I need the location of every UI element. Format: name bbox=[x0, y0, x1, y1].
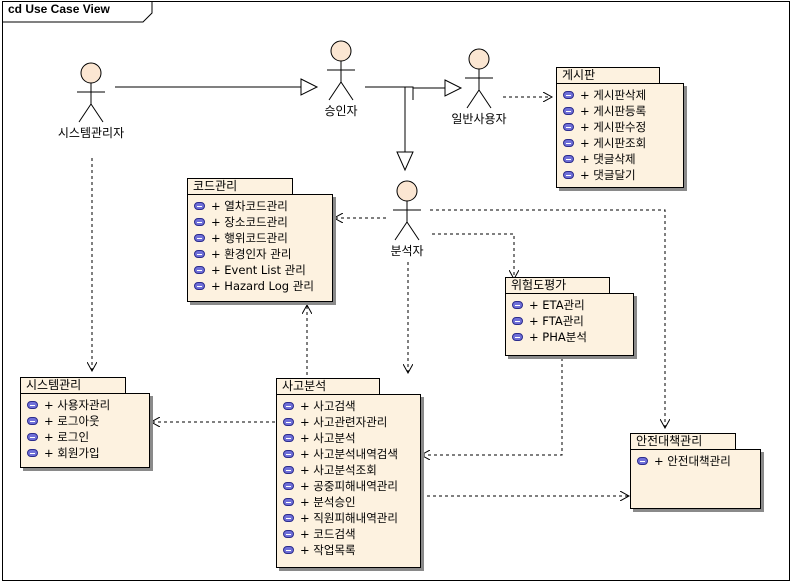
operation-item[interactable]: + 사용자관리 bbox=[27, 397, 149, 413]
operation-item[interactable]: + 공중피해내역관리 bbox=[283, 478, 420, 494]
operation-item[interactable]: + 사고분석조회 bbox=[283, 462, 420, 478]
actor-label: 승인자 bbox=[324, 104, 358, 118]
operation-item[interactable]: + 장소코드관리 bbox=[194, 214, 332, 230]
operation-icon bbox=[194, 266, 205, 274]
operation-icon bbox=[283, 546, 294, 554]
package-name: 시스템관리 bbox=[20, 377, 126, 394]
operation-icon bbox=[283, 434, 294, 442]
actor-label: 일반사용자 bbox=[451, 112, 507, 126]
operation-item[interactable]: + 게시판수정 bbox=[563, 119, 683, 135]
operation-icon bbox=[27, 449, 38, 457]
operation-item[interactable]: + 사고관련자관리 bbox=[283, 414, 420, 430]
operation-item[interactable]: + 게시판등록 bbox=[563, 103, 683, 119]
operation-icon bbox=[637, 457, 648, 465]
operation-item[interactable]: + 회원가입 bbox=[27, 445, 149, 461]
operation-icon bbox=[27, 417, 38, 425]
stick-figure-icon bbox=[327, 40, 355, 101]
operation-icon bbox=[563, 123, 574, 131]
operation-icon bbox=[563, 107, 574, 115]
operation-icon bbox=[283, 514, 294, 522]
operation-item[interactable]: + 사고검색 bbox=[283, 398, 420, 414]
operation-item[interactable]: + 로그인 bbox=[27, 429, 149, 445]
actor-label: 분석자 bbox=[390, 244, 424, 258]
operation-item[interactable]: + 환경인자 관리 bbox=[194, 246, 332, 262]
package-name: 코드관리 bbox=[187, 178, 293, 195]
operation-icon bbox=[563, 171, 574, 179]
operation-icon bbox=[283, 450, 294, 458]
operation-item[interactable]: + 로그아웃 bbox=[27, 413, 149, 429]
actor-approver[interactable]: 승인자 bbox=[291, 40, 391, 119]
operation-item[interactable]: + 작업목록 bbox=[283, 542, 420, 558]
operation-icon bbox=[194, 282, 205, 290]
package-name: 위험도평가 bbox=[505, 277, 610, 294]
operation-icon bbox=[512, 301, 523, 309]
operation-icon bbox=[283, 498, 294, 506]
operation-icon bbox=[194, 218, 205, 226]
frame-title-tab bbox=[2, 1, 153, 23]
operation-item[interactable]: + 열차코드관리 bbox=[194, 198, 332, 214]
operation-icon bbox=[563, 155, 574, 163]
operation-item[interactable]: + 게시판조회 bbox=[563, 135, 683, 151]
operation-item[interactable]: + ETA관리 bbox=[512, 297, 633, 313]
package-name: 게시판 bbox=[556, 67, 660, 84]
operation-icon bbox=[283, 530, 294, 538]
operation-icon bbox=[194, 250, 205, 258]
operation-item[interactable]: + PHA분석 bbox=[512, 329, 633, 345]
operation-icon bbox=[563, 139, 574, 147]
operation-item[interactable]: + 사고분석 bbox=[283, 430, 420, 446]
stick-figure-icon bbox=[465, 48, 493, 109]
operation-item[interactable]: + 사고분석내역검색 bbox=[283, 446, 420, 462]
operation-item[interactable]: + Event List 관리 bbox=[194, 262, 332, 278]
operation-icon bbox=[283, 466, 294, 474]
actor-label: 시스템관리자 bbox=[57, 126, 125, 140]
diagram-title: cd Use Case View bbox=[8, 2, 110, 16]
operation-item[interactable]: + 분석승인 bbox=[283, 494, 420, 510]
operation-list: + 사용자관리 + 로그아웃 + 로그인 + 회원가입 bbox=[21, 394, 149, 461]
operation-icon bbox=[194, 202, 205, 210]
operation-icon bbox=[512, 333, 523, 341]
generalization-analyst-approver bbox=[383, 86, 406, 152]
stick-figure-icon bbox=[77, 62, 105, 123]
operation-item[interactable]: + FTA관리 bbox=[512, 313, 633, 329]
operation-item[interactable]: + 댓글삭제 bbox=[563, 151, 683, 167]
operation-item[interactable]: + Hazard Log 관리 bbox=[194, 278, 332, 294]
operation-icon bbox=[512, 317, 523, 325]
operation-icon bbox=[283, 402, 294, 410]
dep-analyst-safety bbox=[430, 209, 665, 428]
stick-figure-icon bbox=[393, 180, 421, 241]
operation-item[interactable]: + 댓글달기 bbox=[563, 167, 683, 183]
operation-item[interactable]: + 게시판삭제 bbox=[563, 87, 683, 103]
operation-list: + ETA관리 + FTA관리 + PHA분석 bbox=[506, 294, 633, 345]
operation-item[interactable]: + 코드검색 bbox=[283, 526, 420, 542]
operation-list: + 게시판삭제 + 게시판등록 + 게시판수정 + 게시판조회 + 댓글삭제 +… bbox=[557, 84, 683, 183]
operation-list: + 안전대책관리 bbox=[631, 450, 760, 469]
operation-icon bbox=[283, 418, 294, 426]
operation-list: + 사고검색 + 사고관련자관리 + 사고분석 + 사고분석내역검색 + 사고분… bbox=[277, 395, 420, 558]
operation-icon bbox=[194, 234, 205, 242]
actor-sysadmin[interactable]: 시스템관리자 bbox=[41, 62, 141, 141]
operation-icon bbox=[27, 401, 38, 409]
operation-item[interactable]: + 안전대책관리 bbox=[637, 453, 760, 469]
operation-icon bbox=[563, 91, 574, 99]
dep-risk-accident bbox=[421, 358, 563, 455]
operation-item[interactable]: + 행위코드관리 bbox=[194, 230, 332, 246]
operation-icon bbox=[283, 482, 294, 490]
actor-analyst[interactable]: 분석자 bbox=[357, 180, 457, 259]
actor-user[interactable]: 일반사용자 bbox=[429, 48, 529, 127]
operation-icon bbox=[27, 433, 38, 441]
operation-list: + 열차코드관리 + 장소코드관리 + 행위코드관리 + 환경인자 관리 + E… bbox=[188, 195, 332, 294]
operation-item[interactable]: + 직원피해내역관리 bbox=[283, 510, 420, 526]
package-name: 안전대책관리 bbox=[630, 433, 736, 450]
package-name: 사고분석 bbox=[276, 378, 380, 395]
